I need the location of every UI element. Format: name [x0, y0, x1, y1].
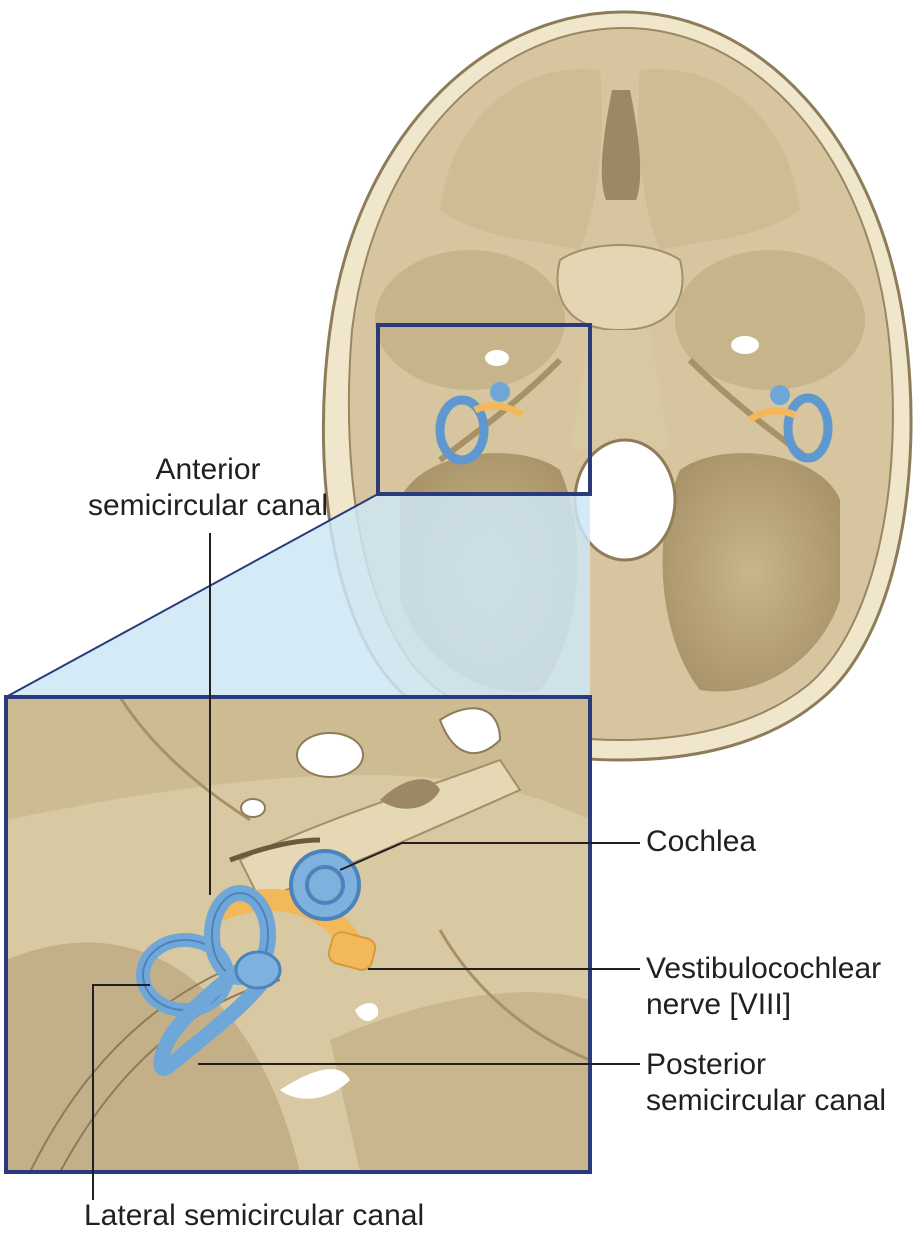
- crista-galli: [601, 90, 641, 200]
- inner-ear-left-small: [435, 382, 525, 465]
- inner-ear-right-small: [747, 385, 833, 463]
- label-posterior-line2: semicircular canal: [646, 1084, 887, 1117]
- label-posterior-line1: Posterior: [646, 1048, 767, 1081]
- label-anterior-line2: semicircular canal: [87, 489, 329, 522]
- foramen-zoom-large: [296, 732, 364, 778]
- anterior-fossa-right: [638, 68, 800, 250]
- vestibulocochlear-nerve-shape: [209, 889, 361, 951]
- sella-turcica: [556, 244, 684, 332]
- posterior-fossa-right: [662, 453, 840, 692]
- magnified-frame: [4, 695, 592, 1174]
- label-vestibulocochlear-line2: nerve [VIII]: [646, 988, 792, 1021]
- middle-fossa-left: [375, 250, 565, 390]
- label-vestibulocochlear-line1: Vestibulocochlear: [646, 952, 882, 985]
- selection-frame: [376, 323, 592, 496]
- leader-lines: [92, 533, 640, 1200]
- foramen-right: [731, 336, 759, 354]
- zoom-projection: [6, 494, 590, 697]
- zoom-line-left: [5, 493, 379, 698]
- leader-cochlea: [339, 842, 640, 871]
- clivus: [570, 330, 670, 450]
- anterior-fossa-left: [440, 68, 602, 250]
- label-cochlea: Cochlea: [646, 825, 757, 858]
- label-anterior-semicircular-canal: Anterior semicircular canal: [58, 452, 358, 524]
- petrous-ridge-left: [438, 357, 563, 463]
- slit-foramen: [229, 837, 321, 863]
- middle-fossa-right: [675, 250, 865, 390]
- label-vestibulocochlear-nerve: Vestibulocochlear nerve [VIII]: [646, 951, 881, 1023]
- vestibule-shape: [234, 950, 282, 990]
- leader-lateral: [92, 984, 150, 1200]
- posterior-canal-shape: [153, 952, 268, 1076]
- label-lateral-semicircular-canal: Lateral semicircular canal: [84, 1199, 425, 1232]
- cochlea-shape: [289, 849, 361, 921]
- foramen-left: [485, 350, 509, 366]
- inner-ear-zoom: [136, 849, 377, 1076]
- magnified-view: [6, 697, 590, 1172]
- foramen-zoom-small: [240, 798, 266, 818]
- label-anterior-line1: Anterior: [155, 453, 261, 486]
- label-posterior-semicircular-canal: Posterior semicircular canal: [646, 1047, 886, 1119]
